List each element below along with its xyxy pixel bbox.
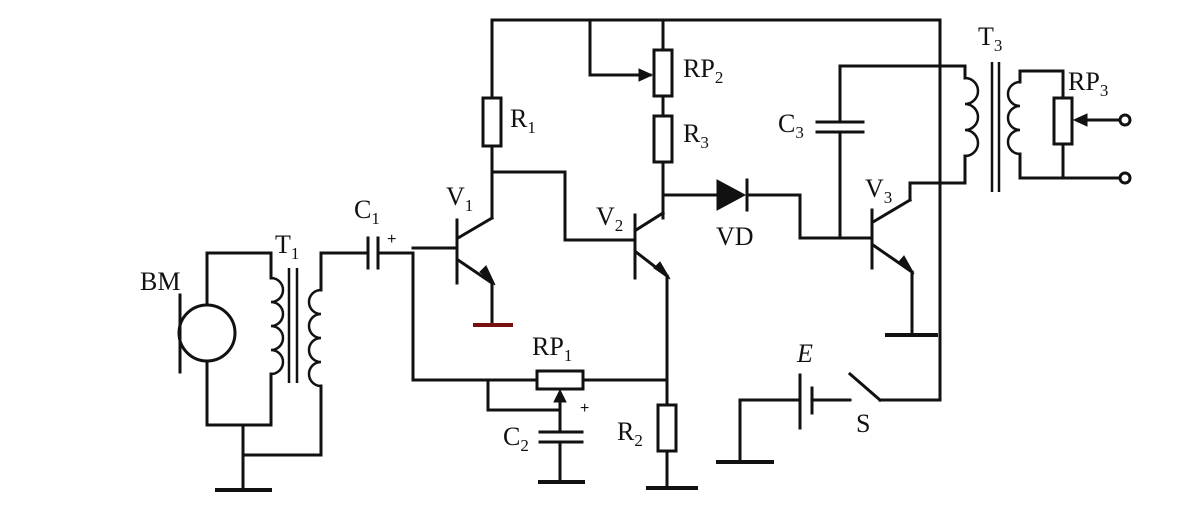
label-r2: R2: [617, 417, 643, 450]
potentiometer-rp2: [638, 18, 674, 118]
potentiometer-rp3: [1052, 96, 1132, 185]
microphone-bm: [177, 251, 273, 427]
diode-vd: [716, 178, 872, 240]
label-c2: C2: [503, 422, 529, 455]
top-rail-wires: [490, 18, 942, 402]
label-e: E: [796, 339, 813, 368]
component-labels: BM T1 C1 + V1 R1 V2 RP2 R3 VD C3 T3 RP3 …: [140, 22, 1108, 455]
label-bm: BM: [140, 267, 180, 296]
label-v1: V1: [446, 182, 473, 215]
label-r1: R1: [510, 104, 536, 137]
capacitor-c2: [538, 408, 585, 484]
transformer-t3: [963, 62, 1125, 192]
capacitor-c3: [815, 64, 967, 240]
label-rp1: RP1: [532, 332, 572, 365]
resistor-r3: [652, 114, 674, 220]
transistor-v1: [411, 215, 513, 382]
switch-s: [847, 371, 883, 403]
potentiometer-rp1: [411, 369, 669, 412]
label-t1: T1: [275, 230, 299, 263]
capacitor-c1: [358, 236, 415, 270]
label-c1-plus: +: [387, 231, 396, 248]
label-rp2: RP2: [683, 54, 723, 87]
label-t3: T3: [978, 22, 1002, 55]
label-c2-plus: +: [580, 400, 589, 417]
label-v2: V2: [596, 202, 623, 235]
battery-e: [716, 373, 852, 464]
label-vd: VD: [716, 222, 754, 251]
transformer-t1: [215, 251, 362, 492]
label-s: S: [856, 409, 870, 438]
label-v3: V3: [865, 174, 892, 207]
label-rp3: RP3: [1068, 67, 1108, 100]
transistor-v3: [870, 181, 967, 337]
transistor-v2: [633, 193, 719, 407]
label-r3: R3: [683, 119, 709, 152]
label-c3: C3: [778, 109, 804, 142]
resistor-r2: [646, 403, 698, 490]
label-c1: C1: [354, 195, 380, 228]
resistor-r1: [481, 96, 635, 242]
